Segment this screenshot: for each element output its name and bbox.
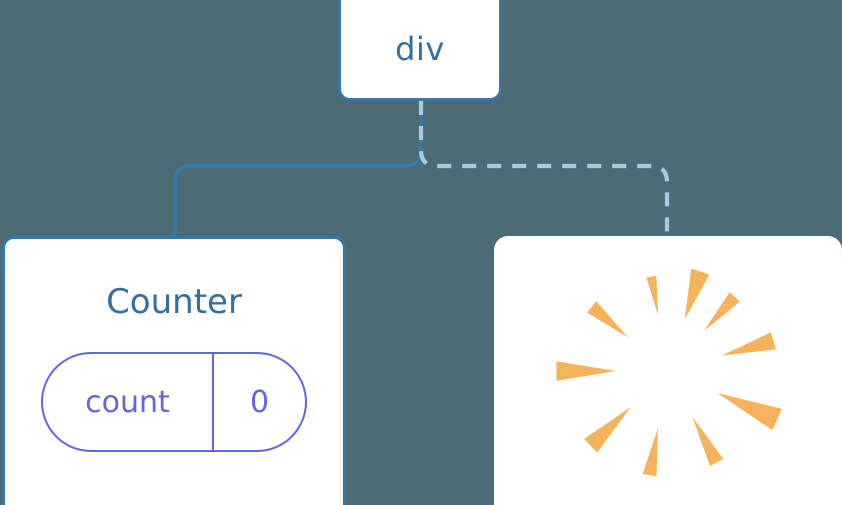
sparkle-ray-6 [692, 416, 724, 466]
edge-div-to-spark [418, 101, 670, 236]
node-div[interactable]: div [338, 0, 502, 101]
sparkle-ray-8 [721, 331, 776, 356]
sparkle-ray-5 [642, 427, 658, 476]
sparkle-burst-icon [556, 268, 782, 476]
state-pill-key: count [43, 354, 214, 450]
edge-div-to-counter [173, 99, 423, 238]
sparkle-ray-1 [646, 275, 659, 316]
sparkle-ray-7 [717, 392, 782, 430]
node-div-label: div [395, 30, 445, 68]
sparkle-ray-3 [556, 360, 616, 381]
state-pill-count[interactable]: count 0 [41, 352, 307, 452]
state-pill-value: 0 [249, 384, 270, 420]
sparkle-ray-2 [586, 300, 629, 338]
sparkle-ray-9 [704, 291, 740, 331]
node-rerender[interactable] [494, 236, 842, 505]
node-counter-label: Counter [106, 282, 242, 322]
node-counter[interactable]: Counter count 0 [2, 236, 346, 505]
sparkle-ray-0 [684, 268, 710, 320]
sparkle-ray-4 [584, 406, 631, 453]
